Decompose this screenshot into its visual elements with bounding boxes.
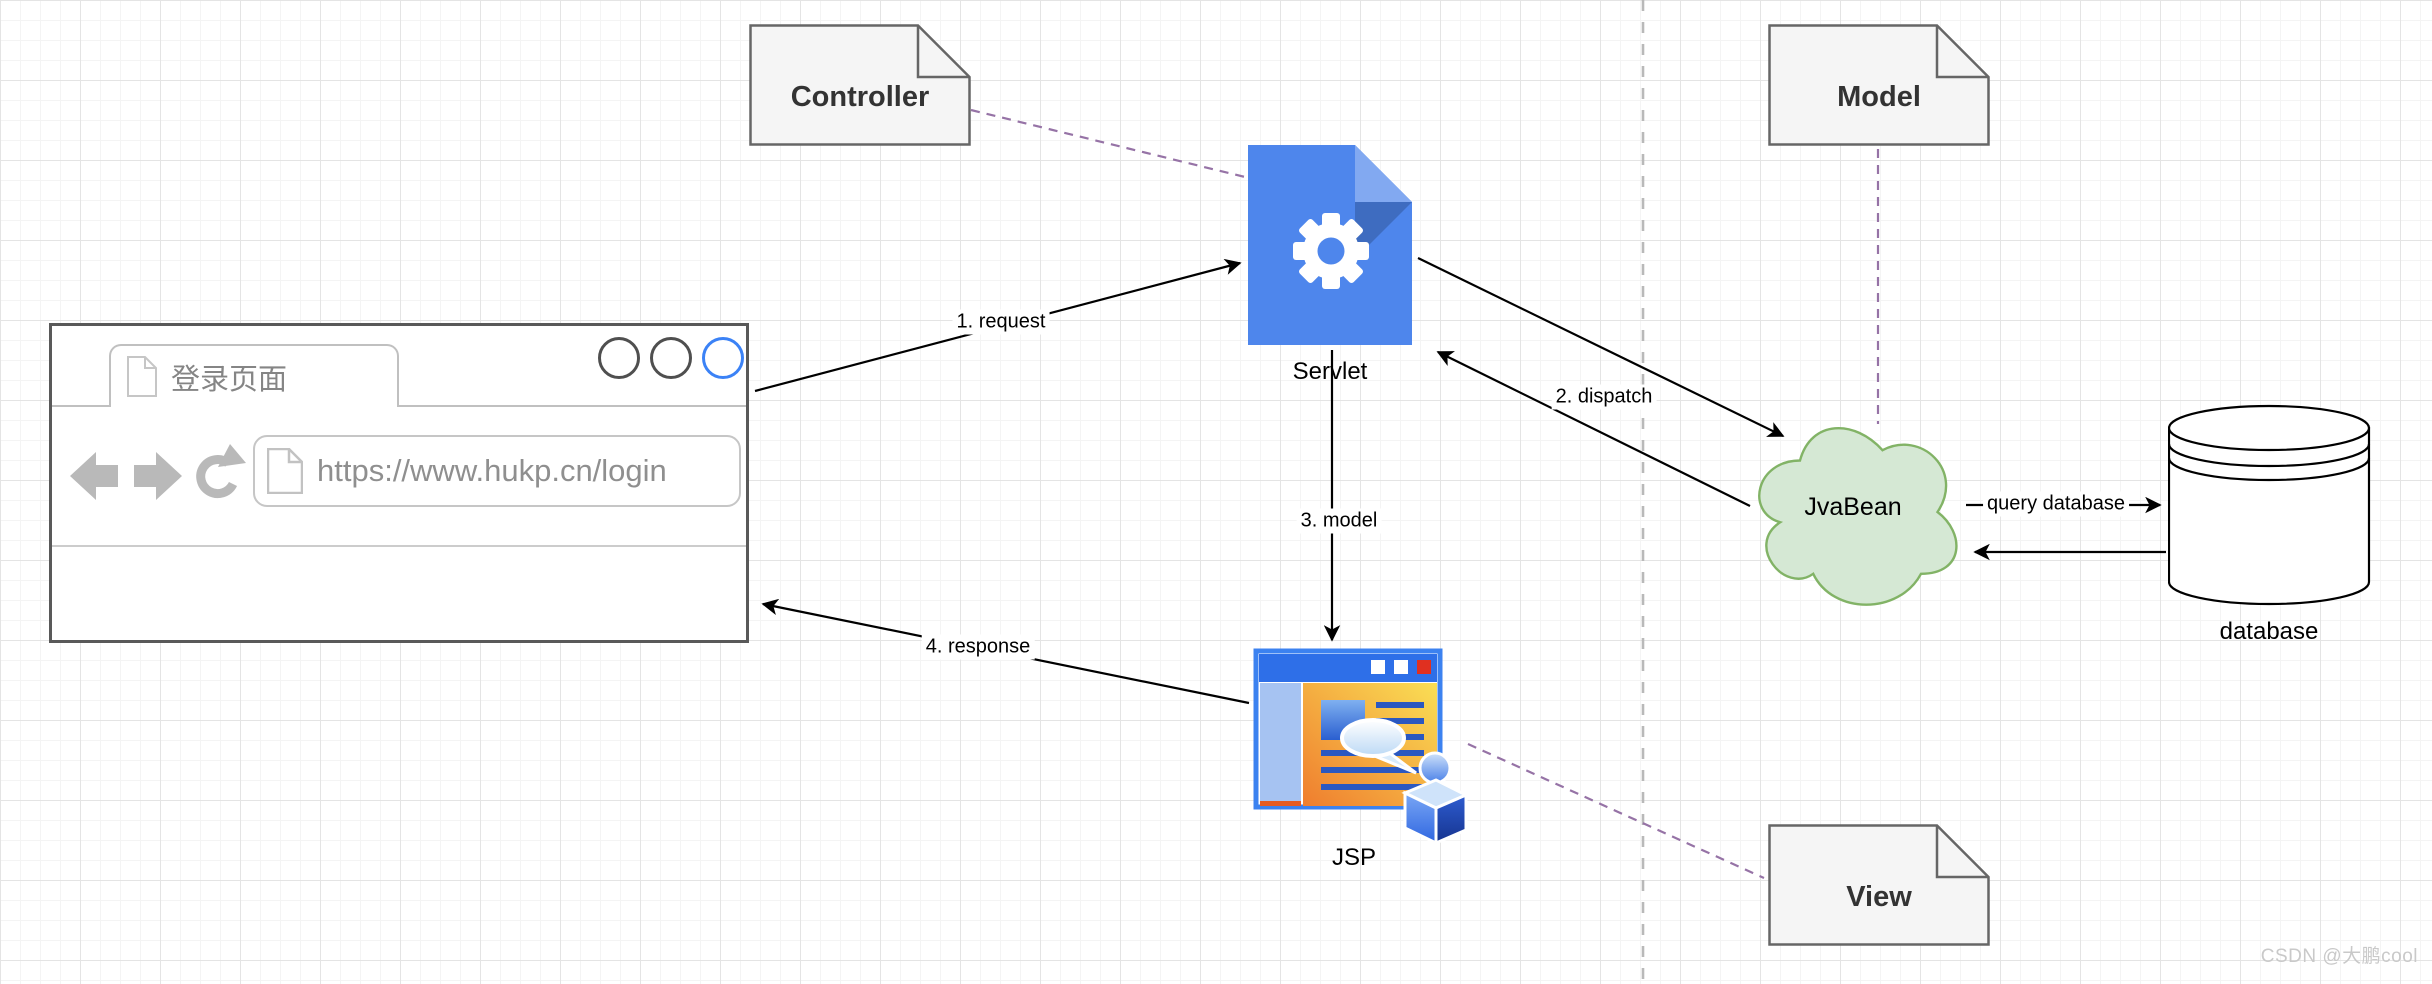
database-label: database (2219, 618, 2319, 645)
edge-label-model: 3. model (1296, 508, 1382, 534)
browser-window[interactable]: 登录页面 https://www.hukp.cn/login (49, 323, 749, 643)
toolbar-divider (52, 545, 746, 547)
tab-row-divider (52, 405, 746, 407)
edge-label-dispatch: 2. dispatch (1551, 384, 1657, 410)
url-text: https://www.hukp.cn/login (317, 453, 667, 488)
browser-toolbar-icons (70, 444, 246, 500)
jsp-webpage-icon (1253, 648, 1470, 846)
url-field[interactable]: https://www.hukp.cn/login (253, 435, 741, 507)
browser-tab[interactable]: 登录页面 (109, 344, 399, 407)
window-controls (598, 337, 744, 379)
jsp-label: JSP (1331, 844, 1376, 871)
node-view[interactable]: View (1768, 824, 1990, 946)
page-icon (267, 448, 303, 494)
note-shape (1768, 24, 1990, 146)
refresh-icon (196, 444, 246, 499)
edge-jsp-view-dashed[interactable] (1467, 742, 1765, 880)
window-circle[interactable] (650, 337, 692, 379)
node-controller[interactable]: Controller (749, 24, 971, 146)
view-label: View (1846, 881, 1912, 913)
cloud-shape (1758, 427, 1958, 606)
node-jsp[interactable] (1253, 648, 1473, 863)
javabean-label: JvaBean (1804, 493, 1902, 521)
database-cylinder-icon (2167, 404, 2371, 606)
edge-controller-servlet-dashed[interactable] (970, 108, 1246, 179)
note-shape (1768, 824, 1990, 946)
back-icon (70, 452, 118, 500)
watermark: CSDN @大鹏cool (2260, 946, 2418, 967)
edge-label-response: 4. response (921, 634, 1035, 660)
model-label: Model (1837, 81, 1921, 113)
tab-title: 登录页面 (171, 363, 288, 396)
controller-label: Controller (790, 81, 930, 113)
edge-label-request: 1. request (952, 309, 1050, 335)
window-circle[interactable] (598, 337, 640, 379)
node-database[interactable] (2167, 404, 2372, 611)
note-shape (749, 24, 971, 146)
page-icon (127, 356, 157, 397)
servlet-label: Servlet (1292, 358, 1368, 385)
node-model[interactable]: Model (1768, 24, 1990, 146)
edge-dispatch[interactable] (1417, 257, 1785, 507)
node-javabean[interactable] (1743, 407, 1967, 622)
forward-icon (134, 452, 182, 500)
servlet-file-gear-icon (1248, 145, 1412, 345)
node-servlet[interactable] (1248, 145, 1412, 350)
window-circle-active[interactable] (702, 337, 744, 379)
edge-label-query-database: query database (1983, 491, 2129, 517)
